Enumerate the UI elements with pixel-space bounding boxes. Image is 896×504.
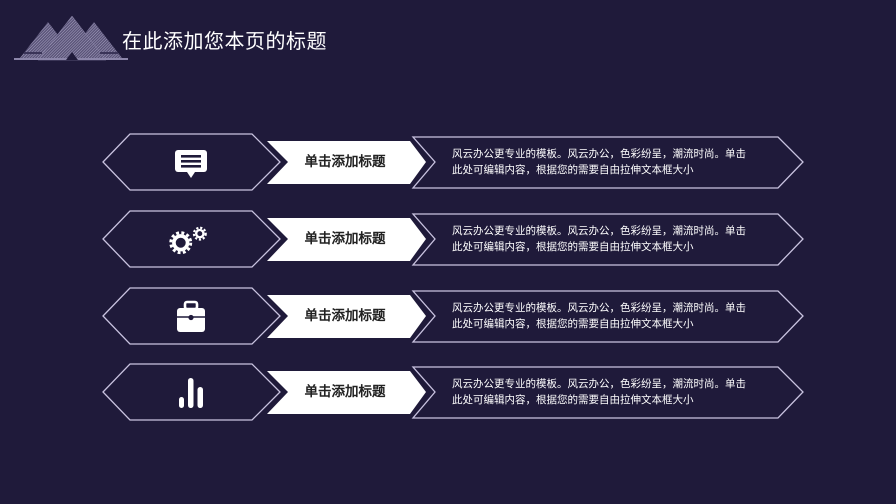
desc-arrow: [411, 136, 804, 189]
desc-line-1: 风云办公更专业的模板。风云办公，色彩纷呈，潮流时尚。单击: [452, 378, 746, 390]
row-3-title[interactable]: 单击添加标题: [304, 308, 386, 324]
briefcase-icon: [177, 300, 205, 332]
row-4-shapes: [102, 363, 804, 421]
title-arrow: [267, 141, 426, 184]
gears-icon: [169, 226, 207, 255]
icon-hexagon: [102, 210, 281, 268]
row-2-title[interactable]: 单击添加标题: [304, 231, 386, 247]
desc-arrow: [411, 290, 804, 343]
desc-line-2: 此处可编辑内容，根据您的需要自由拉伸文本框大小: [452, 394, 694, 406]
title-arrow: [267, 218, 426, 261]
icon-hexagon: [102, 287, 281, 345]
icon-hexagon: [102, 133, 281, 191]
desc-line-2: 此处可编辑内容，根据您的需要自由拉伸文本框大小: [452, 318, 694, 330]
page-title: 在此添加您本页的标题: [122, 29, 327, 53]
title-arrow: [267, 295, 426, 338]
bar-chart-icon: [179, 378, 203, 408]
row-3-description[interactable]: 风云办公更专业的模板。风云办公，色彩纷呈，潮流时尚。单击 此处可编辑内容，根据您…: [452, 300, 778, 332]
row-4-title[interactable]: 单击添加标题: [304, 384, 386, 400]
row-1-title[interactable]: 单击添加标题: [304, 154, 386, 170]
row-3-shapes: [102, 287, 804, 345]
chat-bubble-icon: [175, 150, 207, 178]
row-1-shapes: [102, 133, 804, 191]
icon-hexagon: [102, 363, 281, 421]
pyramids-logo-icon: [14, 15, 128, 61]
desc-arrow: [411, 213, 804, 266]
desc-line-1: 风云办公更专业的模板。风云办公，色彩纷呈，潮流时尚。单击: [452, 148, 746, 160]
desc-line-1: 风云办公更专业的模板。风云办公，色彩纷呈，潮流时尚。单击: [452, 302, 746, 314]
desc-arrow: [411, 366, 804, 419]
row-4-description[interactable]: 风云办公更专业的模板。风云办公，色彩纷呈，潮流时尚。单击 此处可编辑内容，根据您…: [452, 376, 778, 408]
row-2-shapes: [102, 210, 804, 268]
row-2-description[interactable]: 风云办公更专业的模板。风云办公，色彩纷呈，潮流时尚。单击 此处可编辑内容，根据您…: [452, 223, 778, 255]
desc-line-1: 风云办公更专业的模板。风云办公，色彩纷呈，潮流时尚。单击: [452, 225, 746, 237]
desc-line-2: 此处可编辑内容，根据您的需要自由拉伸文本框大小: [452, 164, 694, 176]
title-arrow: [267, 371, 426, 414]
desc-line-2: 此处可编辑内容，根据您的需要自由拉伸文本框大小: [452, 241, 694, 253]
row-1-description[interactable]: 风云办公更专业的模板。风云办公，色彩纷呈，潮流时尚。单击 此处可编辑内容，根据您…: [452, 146, 778, 178]
